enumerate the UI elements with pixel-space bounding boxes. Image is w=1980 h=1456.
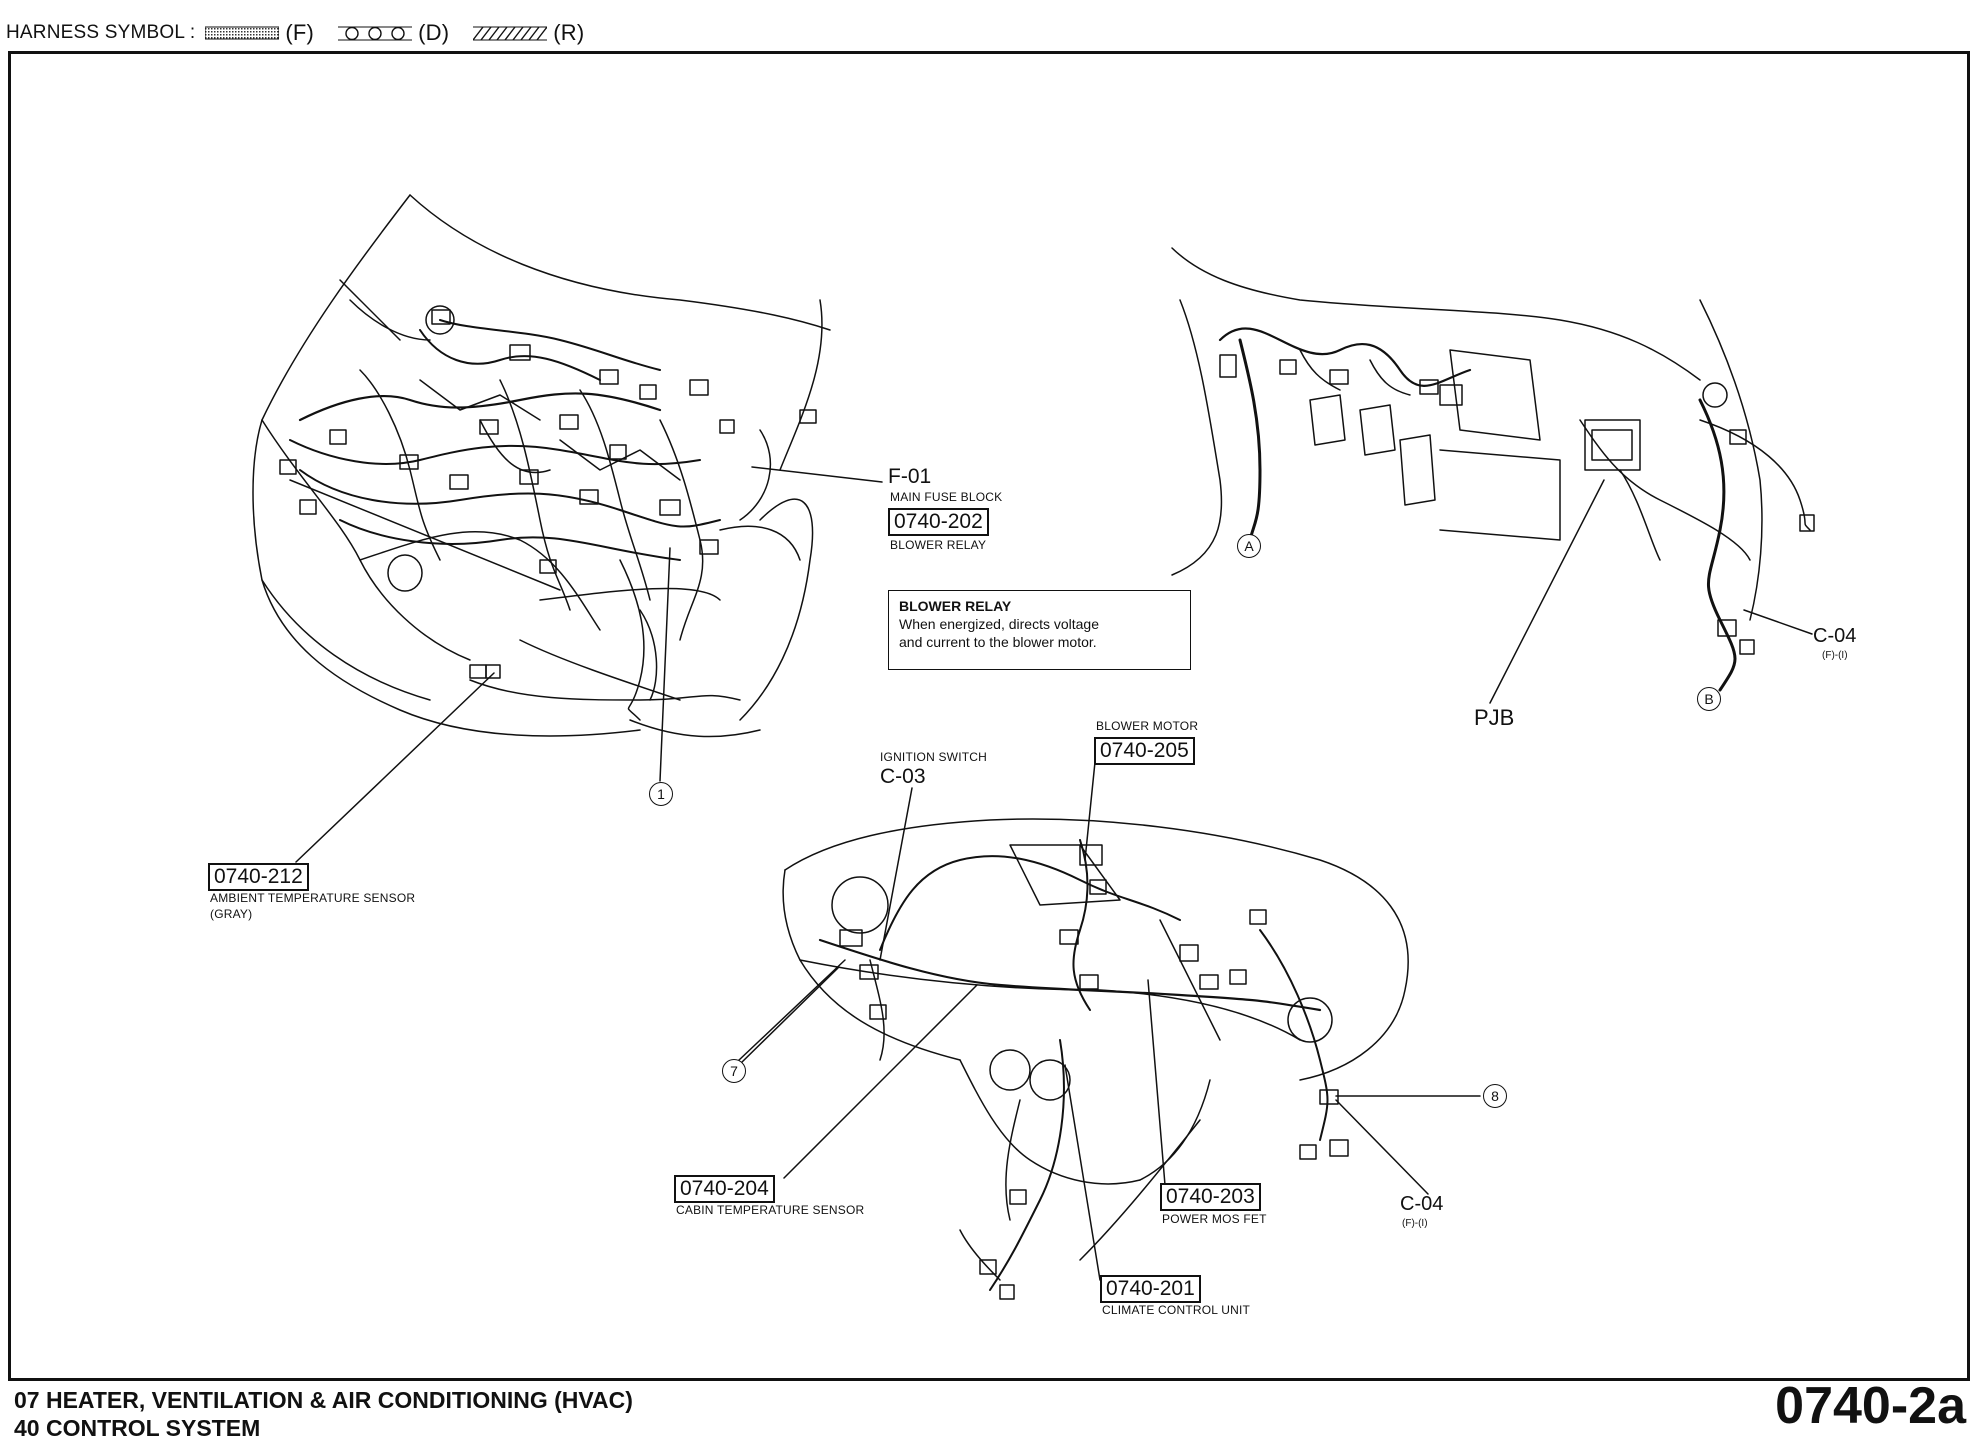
power-mos-fet-label: POWER MOS FET (1162, 1212, 1267, 1226)
blower-motor-label: BLOWER MOTOR (1096, 719, 1199, 733)
footwell-view (1171, 247, 1815, 692)
f01-code: F-01 (888, 465, 932, 488)
ambient-sensor-color: (GRAY) (210, 907, 253, 921)
ignition-switch-code: C-03 (880, 765, 926, 788)
callout-line-2: and current to the blower motor. (899, 634, 1097, 650)
marker-b: B (1697, 687, 1721, 711)
climate-control-label: CLIMATE CONTROL UNIT (1102, 1303, 1251, 1317)
cabin-sensor-label: CABIN TEMPERATURE SENSOR (676, 1203, 865, 1217)
main-fuse-block-label: MAIN FUSE BLOCK (890, 490, 1003, 504)
blower-relay-ref-box: 0740-202 (888, 508, 989, 536)
footer-line-2: 40 CONTROL SYSTEM (14, 1415, 261, 1441)
legend-code-r: (R) (553, 20, 585, 45)
blower-motor-ref-box: 0740-205 (1094, 737, 1195, 765)
ambient-sensor-label: AMBIENT TEMPERATURE SENSOR (210, 891, 416, 905)
instrument-panel-view (782, 818, 1409, 1300)
marker-a: A (1237, 534, 1261, 558)
footer-line-1: 07 HEATER, VENTILATION & AIR CONDITIONIN… (14, 1387, 633, 1413)
blower-relay-label: BLOWER RELAY (890, 538, 987, 552)
blower-relay-callout: BLOWER RELAY When energized, directs vol… (888, 590, 1191, 670)
legend-code-d: (D) (418, 20, 450, 45)
climate-control-ref-box: 0740-201 (1100, 1275, 1201, 1303)
callout-line-1: When energized, directs voltage (899, 616, 1099, 632)
legend-title: HARNESS SYMBOL : (6, 22, 196, 43)
legend-circles-swatch (338, 25, 413, 41)
marker-1: 1 (649, 782, 673, 806)
ambient-sensor-ref-box: 0740-212 (208, 863, 309, 891)
legend-hatched-swatch (472, 25, 548, 41)
c04-code-lower: C-04 (1400, 1193, 1444, 1215)
c04-sub-lower: (F)-(I) (1402, 1218, 1428, 1229)
section-footer: 07 HEATER, VENTILATION & AIR CONDITIONIN… (14, 1386, 633, 1442)
harness-symbol-legend: HARNESS SYMBOL : (F) (D) (R) (6, 18, 598, 48)
marker-8: 8 (1483, 1084, 1507, 1108)
pjb-label: PJB (1474, 705, 1515, 730)
power-mos-fet-ref-box: 0740-203 (1160, 1183, 1261, 1211)
marker-7: 7 (722, 1059, 746, 1083)
diagram-frame (8, 51, 1970, 1381)
callout-title: BLOWER RELAY (899, 598, 1012, 614)
ignition-switch-label: IGNITION SWITCH (880, 750, 987, 764)
engine-compartment-view (252, 194, 831, 738)
cabin-sensor-ref-box: 0740-204 (674, 1175, 775, 1203)
c04-sub-upper: (F)-(I) (1822, 650, 1848, 661)
page-number: 0740-2a (1775, 1377, 1966, 1435)
c04-code-upper: C-04 (1813, 625, 1857, 647)
legend-code-f: (F) (285, 20, 315, 45)
